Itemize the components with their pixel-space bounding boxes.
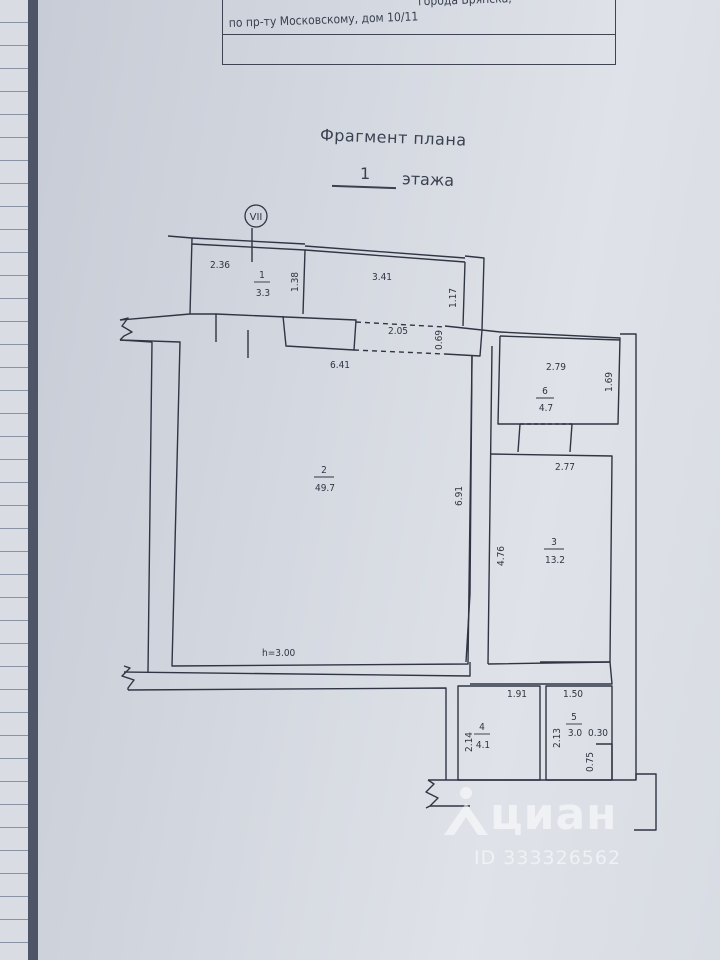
ceiling-height-label: h=3.00 [262,648,296,659]
wall-left-stub [119,313,217,342]
wall-pier [215,313,357,351]
wall-r1-left [167,235,193,315]
dim-r5-niche-depth: 0.75 [585,752,596,772]
room-3-area: 13.2 [545,555,565,566]
dim-r5-depth: 2.13 [552,728,563,748]
room-3-number: 3 [551,537,557,548]
dim-balcony-depth: 1.17 [448,288,459,308]
dim-r5-width: 1.50 [563,689,583,700]
room-6-area: 4.7 [539,403,553,414]
opening-dashed [355,321,446,328]
room-2-number: 2 [321,465,327,476]
listing-id-text: ID 333326562 [474,847,622,869]
adjacent-sheet-edge [0,0,28,960]
cian-brand-text: циан [490,789,618,840]
room-5-area: 3.0 [568,728,583,739]
header-stamp-box [222,0,616,65]
dim-balcony-width: 3.41 [372,272,392,283]
wall-right-outer [620,333,637,780]
room-3-walls [487,453,613,665]
break-mark-top [119,317,133,341]
dim-r6-width: 2.79 [546,362,566,373]
balcony-rail [304,245,466,259]
dim-r4-depth: 2.14 [464,732,475,752]
room-6-walls [497,331,621,425]
room-1-number: 1 [259,270,265,281]
floor-number: 1 [360,164,371,183]
dim-opening-depth: 0.69 [434,330,445,350]
break-mark-bottom [121,665,135,690]
wall-r1-outer [191,237,306,245]
document-paper [38,0,720,960]
dim-r1-width: 2.36 [210,260,230,271]
room-4-area: 4.1 [476,740,490,751]
header-stamp-divider [222,34,616,35]
dim-r4-width: 1.91 [507,689,527,700]
wall-r1-top [191,243,306,315]
dim-r1-depth: 1.38 [290,272,301,292]
dim-r5-niche-width: 0.30 [588,728,608,739]
dim-r2-width: 6.41 [330,360,350,371]
room-2-walls [119,339,473,667]
break-mark-right [425,779,439,809]
room-5-number: 5 [571,712,577,723]
wall-bottom-long [123,662,471,677]
sheet-gap-shadow [28,0,38,960]
room-1-area: 3.3 [256,288,270,299]
wall-bottom-short [428,773,657,831]
wall-opening-right [444,325,483,357]
dimension-labels: 2.36 1.38 3.41 1.17 2.05 0.69 6.41 6.91 … [210,260,615,772]
cian-watermark: циан ID 333326562 [440,785,670,875]
dim-r3-depth: 4.76 [496,546,507,566]
wall-balcony-right [464,255,501,333]
cian-logo-icon [444,787,488,835]
room-2-area: 49.7 [315,483,335,494]
dim-opening-width: 2.05 [388,326,408,337]
room-6-number: 6 [542,386,548,397]
dim-r3-width: 2.77 [555,462,575,473]
axis-marker-label: VII [250,212,263,223]
dim-r2-depth: 6.91 [454,486,465,506]
room-4-number: 4 [479,722,485,733]
room-labels: 1 3.3 2 49.7 3 13.2 4 4.1 5 3.0 6 4.7 [254,270,582,751]
dim-r6-depth: 1.69 [604,372,615,392]
axis-marker-circle [244,204,268,228]
